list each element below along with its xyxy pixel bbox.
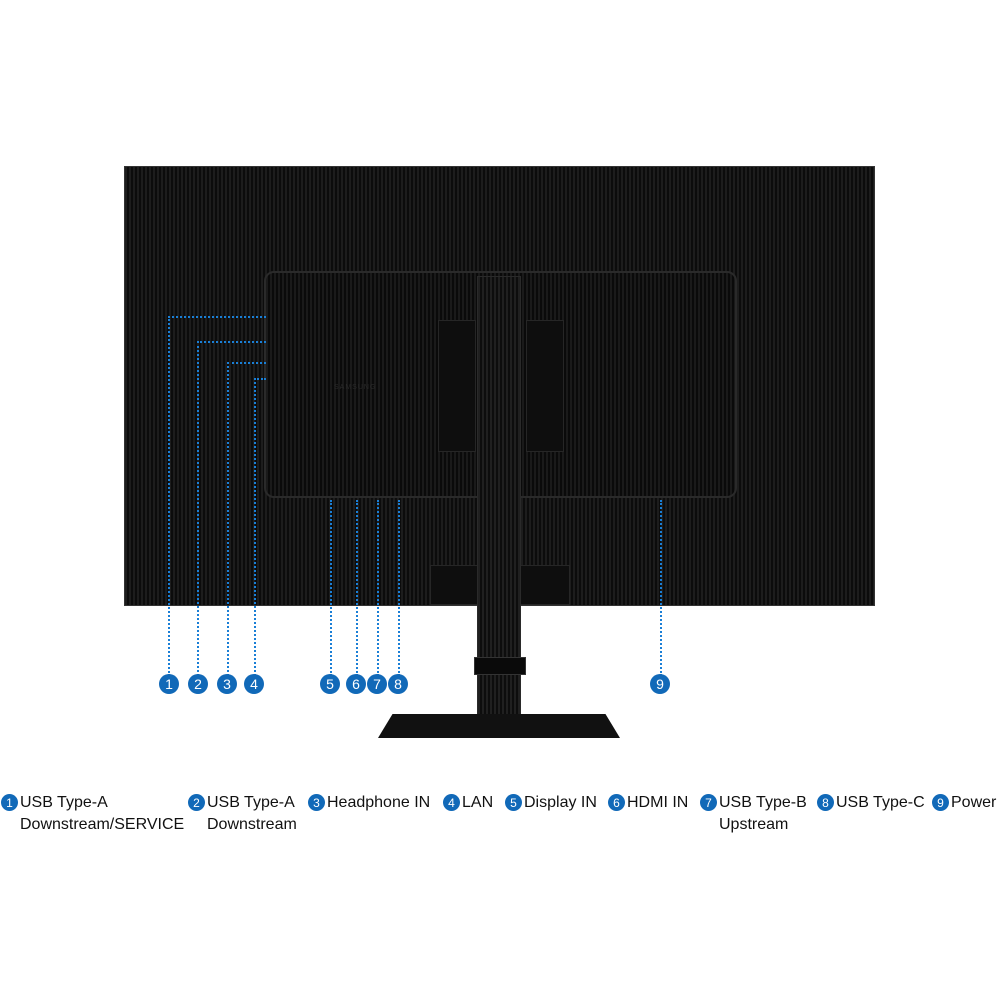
stand-base: [378, 714, 620, 738]
legend-number: 8: [817, 794, 834, 811]
leader-line-4: [254, 378, 266, 380]
legend-number: 5: [505, 794, 522, 811]
legend-label-line2: Downstream: [207, 816, 297, 833]
leader-line-2: [197, 341, 199, 676]
leader-line-4: [254, 378, 256, 676]
legend-label: Display IN: [524, 794, 597, 811]
legend-item-usb-c: 8 USB Type-C: [817, 792, 925, 814]
callout-4: 4: [244, 674, 264, 694]
leader-line-9: [660, 500, 662, 676]
leader-line-8: [398, 500, 400, 676]
leader-line-1: [168, 316, 170, 676]
legend-item-headphone: 3 Headphone IN: [308, 792, 430, 814]
callout-9: 9: [650, 674, 670, 694]
leader-line-6: [356, 500, 358, 676]
legend-label: USB Type-B: [719, 794, 807, 811]
legend-item-usb-b: 7 USB Type-B Upstream: [700, 792, 807, 836]
callout-6: 6: [346, 674, 366, 694]
callout-5: 5: [320, 674, 340, 694]
legend-item-usb-a-service: 1 USB Type-A Downstream/SERVICE: [1, 792, 184, 836]
legend-label: USB Type-A: [20, 794, 108, 811]
legend-label: HDMI IN: [627, 794, 689, 811]
legend-number: 4: [443, 794, 460, 811]
legend-label: Headphone IN: [327, 794, 431, 811]
cable-clip: [474, 657, 526, 675]
legend-number: 2: [188, 794, 205, 811]
legend-number: 6: [608, 794, 625, 811]
vent: [526, 320, 564, 452]
vent: [438, 320, 476, 452]
legend-item-usb-a: 2 USB Type-A Downstream: [188, 792, 297, 836]
leader-line-5: [330, 500, 332, 676]
callout-7: 7: [367, 674, 387, 694]
legend-label-line2: Upstream: [719, 816, 789, 833]
legend-label: LAN: [462, 794, 494, 811]
leader-line-1: [168, 316, 266, 318]
callout-8: 8: [388, 674, 408, 694]
samsung-logo: SAMSUNG: [334, 384, 377, 391]
callout-3: 3: [217, 674, 237, 694]
leader-line-7: [377, 500, 379, 676]
legend-label: USB Type-A: [207, 794, 295, 811]
legend-number: 7: [700, 794, 717, 811]
leader-line-3: [227, 362, 266, 364]
legend-item-power: 9 Power: [932, 792, 996, 814]
legend-item-displayport: 5 Display IN: [505, 792, 597, 814]
legend-label: Power: [951, 794, 997, 811]
legend-label-line2: Downstream/SERVICE: [20, 816, 185, 833]
legend-label: USB Type-C: [836, 794, 925, 811]
callout-1: 1: [159, 674, 179, 694]
leader-line-2: [197, 341, 266, 343]
legend-item-hdmi: 6 HDMI IN: [608, 792, 688, 814]
legend-item-lan: 4 LAN: [443, 792, 493, 814]
leader-line-3: [227, 362, 229, 676]
legend-number: 3: [308, 794, 325, 811]
legend-number: 9: [932, 794, 949, 811]
callout-2: 2: [188, 674, 208, 694]
legend-number: 1: [1, 794, 18, 811]
